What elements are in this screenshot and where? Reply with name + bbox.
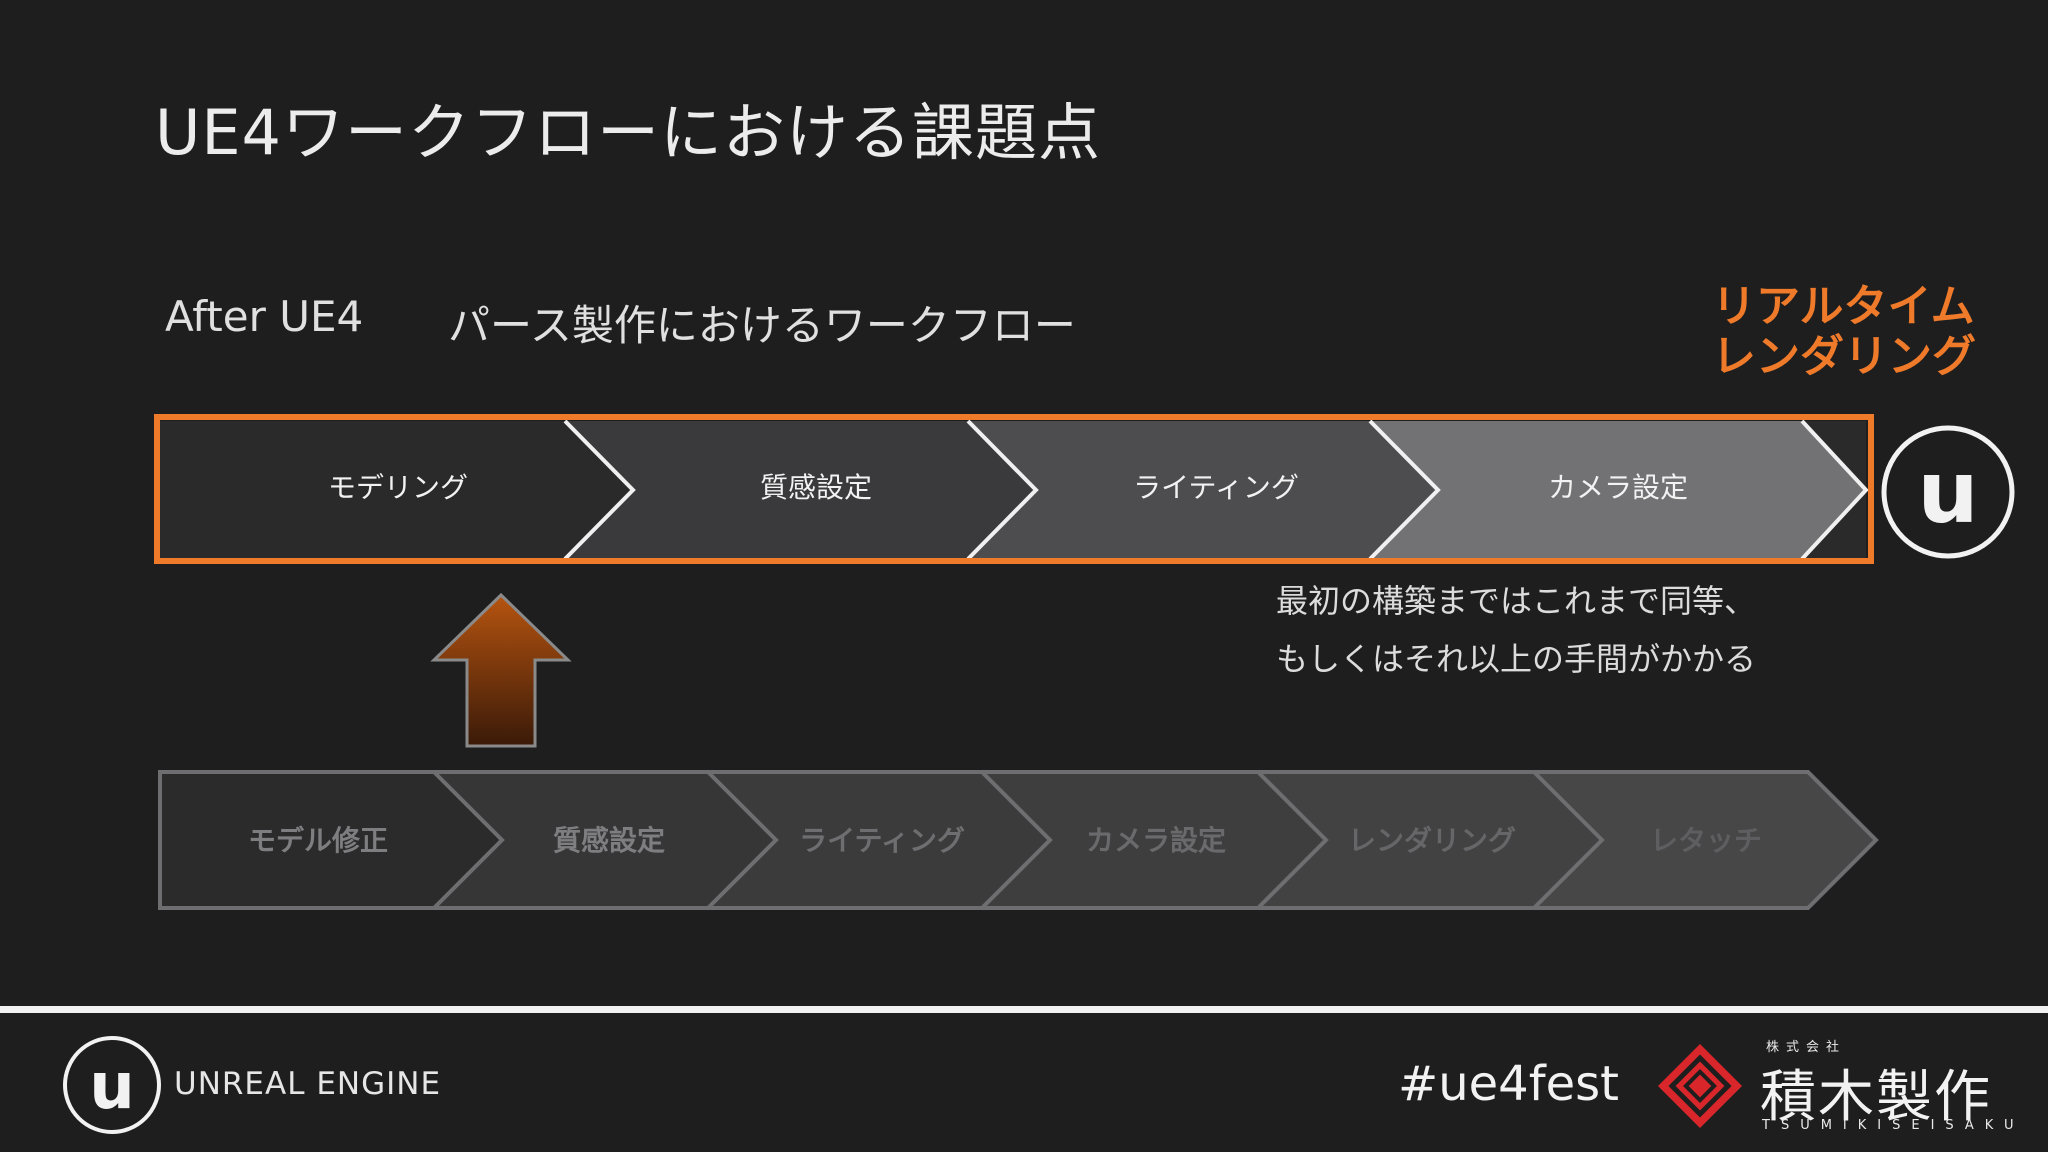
new-workflow: モデリング 質感設定 ライティング カメラ設定 [154, 414, 1874, 564]
workflow-subtitle: パース製作におけるワークフロー [448, 301, 1076, 350]
realtime-highlight-frame [154, 414, 1874, 564]
company-name-en: TSUMIKISEISAKU [1762, 1118, 2025, 1133]
after-ue4-label: After UE4 [165, 292, 364, 341]
svg-text:u: u [89, 1050, 135, 1124]
old-step-4-shape [982, 772, 1326, 908]
old-step-label-5: レンダリング [1348, 824, 1516, 857]
new-step-1-shape [160, 421, 633, 559]
slide-title: UE4ワークフローにおける課題点 [155, 96, 1102, 169]
old-step-label-3: ライティング [799, 824, 965, 857]
realtime-line-2: レンダリング [1712, 331, 1976, 382]
note-line-1: 最初の構築まではこれまで同等、 [1276, 582, 1757, 620]
new-step-3-shape [968, 421, 1438, 559]
new-step-label-1: モデリング [328, 471, 468, 504]
old-step-label-1: モデル修正 [248, 824, 388, 857]
old-step-label-4: カメラ設定 [1086, 824, 1226, 857]
old-chevron-borders [158, 770, 1879, 910]
old-step-1-shape [160, 772, 502, 908]
footer-divider [0, 1006, 2048, 1013]
up-arrow-icon [430, 592, 572, 748]
new-step-label-2: 質感設定 [760, 471, 872, 504]
new-step-4-shape [1370, 421, 1866, 559]
new-step-2-shape [565, 421, 1036, 559]
old-step-2-shape [434, 772, 776, 908]
new-step-end [1802, 421, 1866, 559]
tsumiki-logo-icon [1658, 1044, 1742, 1128]
company-name: 積木製作 [1760, 1065, 1992, 1130]
footer-engine-text: UNREAL ENGINE [174, 1066, 442, 1102]
company-type-label: 株式会社 [1766, 1040, 1847, 1055]
new-step-label-3: ライティング [1133, 471, 1299, 504]
new-chevron-borders [563, 419, 1869, 561]
old-step-6-shape [1534, 772, 1876, 908]
old-step-label-2: 質感設定 [553, 824, 665, 857]
hashtag: #ue4fest [1398, 1056, 1619, 1112]
old-workflow: モデル修正 質感設定 ライティング カメラ設定 レンダリング レタッチ [158, 770, 1879, 910]
footer-unreal-logo-icon: u [63, 1036, 161, 1134]
old-step-label-6: レタッチ [1650, 824, 1762, 857]
new-step-label-4: カメラ設定 [1548, 471, 1688, 504]
note-line-2: もしくはそれ以上の手間がかかる [1276, 640, 1757, 678]
realtime-rendering-label: リアルタイム レンダリング [1712, 282, 1976, 382]
realtime-line-1: リアルタイム [1712, 281, 1975, 332]
workflow-note: 最初の構築まではこれまで同等、 もしくはそれ以上の手間がかかる [1276, 572, 1756, 688]
unreal-engine-logo-icon: u [1881, 425, 2015, 559]
svg-text:u: u [1917, 443, 1978, 543]
old-step-3-shape [708, 772, 1050, 908]
old-step-5-shape [1258, 772, 1602, 908]
